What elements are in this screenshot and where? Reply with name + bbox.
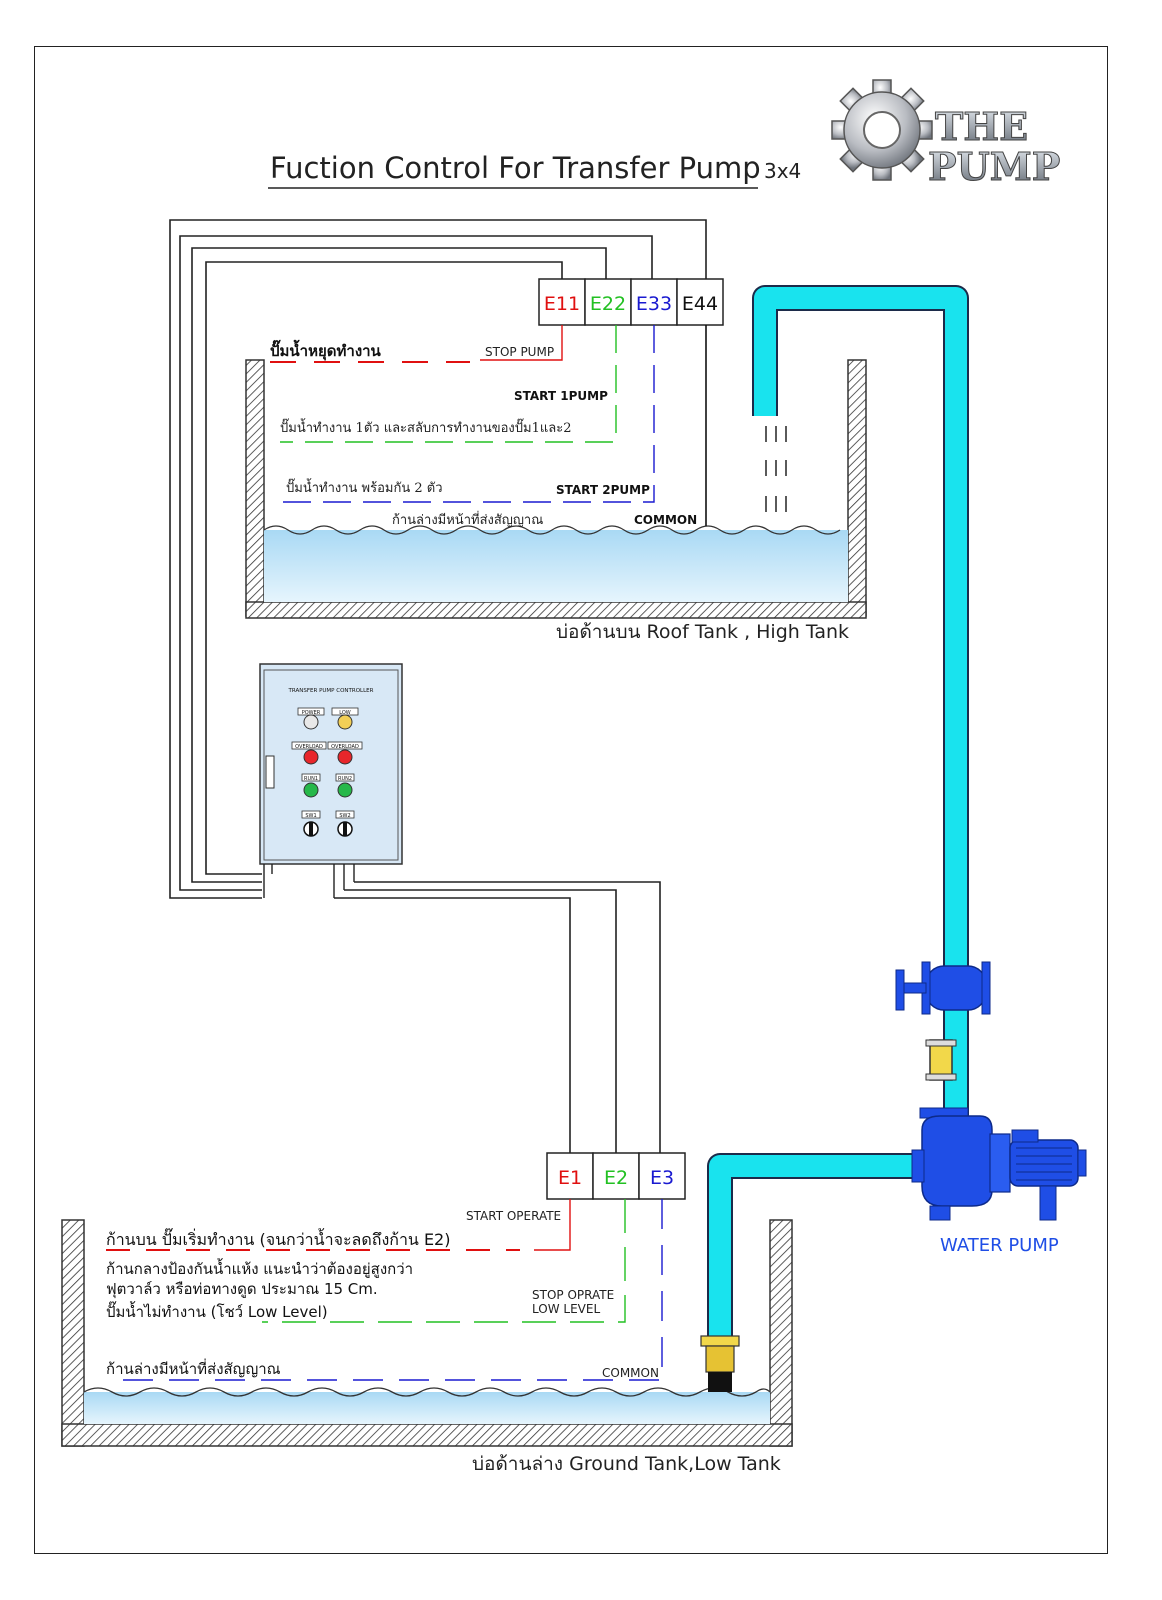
gate-valve-icon: [895, 961, 991, 1015]
selector-switch-2-icon: [337, 821, 353, 837]
overload1-lamp-icon: [303, 749, 319, 765]
controller-label-ol2: OVERLOAD: [331, 744, 359, 750]
controller-cable-glands: [263, 864, 355, 898]
roof-terminal-block: E11 E22 E33 E44: [538, 278, 724, 326]
discharge-pipe: [752, 285, 969, 1150]
roof-wire-e11: [480, 325, 563, 361]
controller-label-run2: RUN2: [338, 776, 352, 782]
ground-dry-line3: ปั๊มน้ำไม่ทำงาน (โชว์ Low Level): [106, 1301, 328, 1321]
ground-terminal-block: E1 E2 E3: [546, 1152, 686, 1200]
controller-label-sw2: SW2: [339, 813, 350, 819]
roof-start1-tag: START 1PUMP: [514, 389, 608, 403]
foot-valve-icon: [700, 1335, 740, 1392]
terminal-e44: E44: [682, 293, 718, 315]
roof-wire-e33: [276, 325, 655, 503]
ground-common-text: ก้านล่างมีหน้าที่ส่งสัญญาณ: [106, 1358, 281, 1378]
page-title: Fuction Control For Transfer Pump: [270, 151, 761, 185]
water-pump-label: WATER PUMP: [940, 1235, 1059, 1256]
ground-wire-e3: [110, 1199, 663, 1381]
ground-wiring: [334, 881, 661, 1154]
terminal-e22: E22: [590, 293, 626, 315]
ground-tank-caption: บ่อด้านล่าง Ground Tank,Low Tank: [472, 1453, 781, 1475]
controller-label-power: POWER: [302, 710, 321, 716]
run1-lamp-icon: [303, 782, 319, 798]
controller-cabinet: TRANSFER PUMP CONTROLLER POWER LOW OVERL…: [259, 663, 403, 865]
roof-water: [264, 530, 848, 602]
logo-text-the: THE: [935, 104, 1028, 149]
terminal-e11: E11: [544, 293, 580, 315]
roof-stop-text: ปั๊มน้ำหยุดทำงาน: [270, 339, 382, 361]
power-lamp-icon: [303, 714, 319, 730]
drawing-frame: [34, 46, 1108, 1554]
roof-common-text: ก้านล่างมีหน้าที่ส่งสัญญาณ: [392, 511, 543, 528]
roof-common-tag: COMMON: [634, 513, 697, 527]
roof-start2-text: ปั๊มน้ำทำงาน พร้อมกัน 2 ตัว: [286, 478, 443, 496]
terminal-e2: E2: [604, 1167, 628, 1189]
ground-start-text: ก้านบน ปั๊มเริ่มทำงาน (จนกว่าน้ำจะลดถึงก…: [106, 1228, 450, 1249]
ground-water: [84, 1392, 770, 1424]
controller-label-sw1: SW1: [305, 813, 316, 819]
roof-start2-tag: START 2PUMP: [556, 483, 650, 497]
roof-wiring: [169, 219, 707, 899]
gear-icon: [831, 79, 933, 181]
roof-start1-text: ปั๊มน้ำทำงาน 1ตัว และสลับการทำงานของปั๊ม…: [280, 418, 571, 436]
ground-dry-line1: ก้านกลางป้องกันน้ำแห้ง แนะนำว่าต้องอยู่ส…: [106, 1258, 413, 1278]
controller-label-run1: RUN1: [304, 776, 318, 782]
roof-stop-tag: STOP PUMP: [485, 345, 554, 359]
roof-tank: [245, 359, 867, 619]
roof-tank-caption: บ่อด้านบน Roof Tank , High Tank: [556, 621, 849, 643]
ground-start-tag: START OPERATE: [466, 1209, 561, 1223]
terminal-e3: E3: [650, 1167, 674, 1189]
suction-pipe: [707, 1153, 912, 1340]
low-lamp-icon: [337, 714, 353, 730]
selector-switch-1-icon: [303, 821, 319, 837]
ground-stop-tag-2: LOW LEVEL: [532, 1302, 600, 1316]
ground-wire-e1: [534, 1199, 571, 1251]
controller-title: TRANSFER PUMP CONTROLLER: [288, 688, 374, 694]
logo-text-pump: PUMP: [928, 144, 1060, 189]
controller-label-ol1: OVERLOAD: [295, 744, 323, 750]
run2-lamp-icon: [337, 782, 353, 798]
check-valve-icon: [925, 1039, 957, 1081]
ground-stop-tag-1: STOP OPRATE: [532, 1288, 614, 1302]
roof-wire-e22: [280, 325, 617, 443]
water-pump-icon: [911, 1107, 1087, 1221]
ground-tank: [61, 1219, 793, 1447]
ground-dry-line2: ฟุตวาล์ว หรือท่อทางดูด ประมาณ 15 Cm.: [106, 1280, 378, 1299]
overload2-lamp-icon: [337, 749, 353, 765]
water-flow-lines: [765, 426, 787, 512]
title-suffix: 3x4: [764, 159, 801, 183]
controller-label-low: LOW: [339, 710, 351, 716]
terminal-e1: E1: [558, 1167, 582, 1189]
ground-common-tag: COMMON: [602, 1366, 659, 1380]
ground-wire-e2: [262, 1199, 626, 1323]
terminal-e33: E33: [636, 293, 672, 315]
